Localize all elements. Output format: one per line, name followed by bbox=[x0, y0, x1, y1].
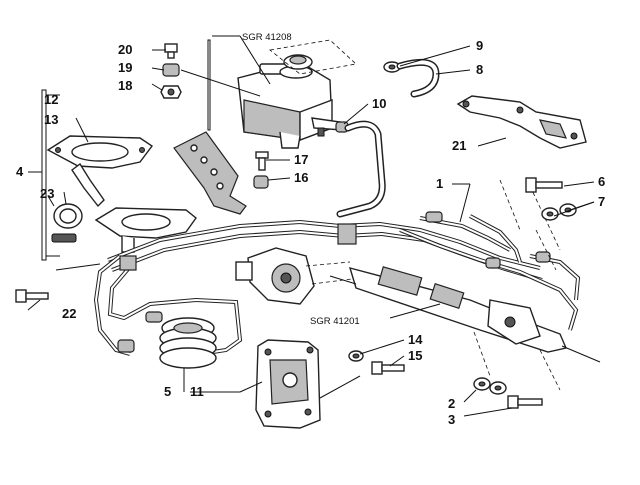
callout-19: 19 bbox=[118, 60, 132, 75]
screw-part-20 bbox=[164, 43, 178, 59]
leader-lines bbox=[27, 35, 595, 417]
ref-steering-rack: SGR 41201 bbox=[310, 316, 360, 327]
callout-7: 7 bbox=[598, 194, 605, 209]
bracket-part-21 bbox=[456, 95, 587, 149]
power-steering-pump bbox=[235, 247, 361, 305]
return-hose-part-8 bbox=[396, 58, 440, 98]
nut-part-18 bbox=[160, 85, 182, 99]
clamp-part-23 bbox=[47, 195, 83, 243]
rack-pipes bbox=[399, 211, 581, 331]
rack-lower-dash bbox=[473, 331, 561, 391]
callout-17: 17 bbox=[294, 152, 308, 167]
hose-part-10 bbox=[335, 120, 386, 218]
washers-part-2 bbox=[473, 377, 507, 395]
callout-8: 8 bbox=[476, 62, 483, 77]
callout-18: 18 bbox=[118, 78, 132, 93]
pipe-clip-left bbox=[119, 255, 137, 271]
callout-14: 14 bbox=[408, 332, 423, 347]
callout-3: 3 bbox=[448, 412, 455, 427]
callout-13: 13 bbox=[44, 112, 58, 127]
callout-20: 20 bbox=[118, 42, 132, 57]
hose-clip-part-9 bbox=[383, 61, 401, 73]
steering-rack bbox=[329, 266, 601, 363]
pipe-clip-center bbox=[337, 223, 357, 245]
washer-part-14 bbox=[348, 350, 364, 362]
callout-1: 1 bbox=[436, 176, 443, 191]
flange-lower bbox=[94, 207, 197, 253]
bolt-part-17 bbox=[255, 151, 269, 171]
callout-11: 11 bbox=[190, 384, 204, 399]
callout-23: 23 bbox=[40, 186, 54, 201]
ref-reservoir: SGR 41208 bbox=[242, 32, 292, 43]
callout-9: 9 bbox=[476, 38, 483, 53]
group-bracket-4 bbox=[41, 89, 47, 261]
callout-10: 10 bbox=[372, 96, 386, 111]
bolt-part-22 bbox=[15, 289, 49, 303]
callout-12: 12 bbox=[44, 92, 58, 107]
callout-4: 4 bbox=[16, 164, 24, 179]
callout-16: 16 bbox=[294, 170, 308, 185]
callout-15: 15 bbox=[408, 348, 422, 363]
hose-end-fittings bbox=[117, 311, 163, 353]
callout-22: 22 bbox=[62, 306, 76, 321]
callout-5: 5 bbox=[164, 384, 171, 399]
pump-bracket-part-11 bbox=[255, 339, 321, 429]
reservoir-cap bbox=[283, 54, 313, 70]
grommet-part-16 bbox=[253, 175, 269, 189]
callout-2: 2 bbox=[448, 396, 455, 411]
bolt-part-3 bbox=[507, 395, 543, 409]
fluid-reservoir bbox=[237, 61, 343, 149]
washers-part-7 bbox=[541, 203, 577, 221]
spacer-part-19 bbox=[162, 63, 180, 77]
callout-6: 6 bbox=[598, 174, 605, 189]
bracket-rod bbox=[207, 39, 211, 131]
bolt-part-6 bbox=[525, 177, 563, 193]
bolt-part-15 bbox=[371, 361, 405, 375]
mounting-plate bbox=[173, 131, 247, 215]
callout-21: 21 bbox=[452, 138, 466, 153]
flange-part-13 bbox=[46, 135, 154, 208]
cooler-coil-part-5 bbox=[159, 317, 217, 369]
